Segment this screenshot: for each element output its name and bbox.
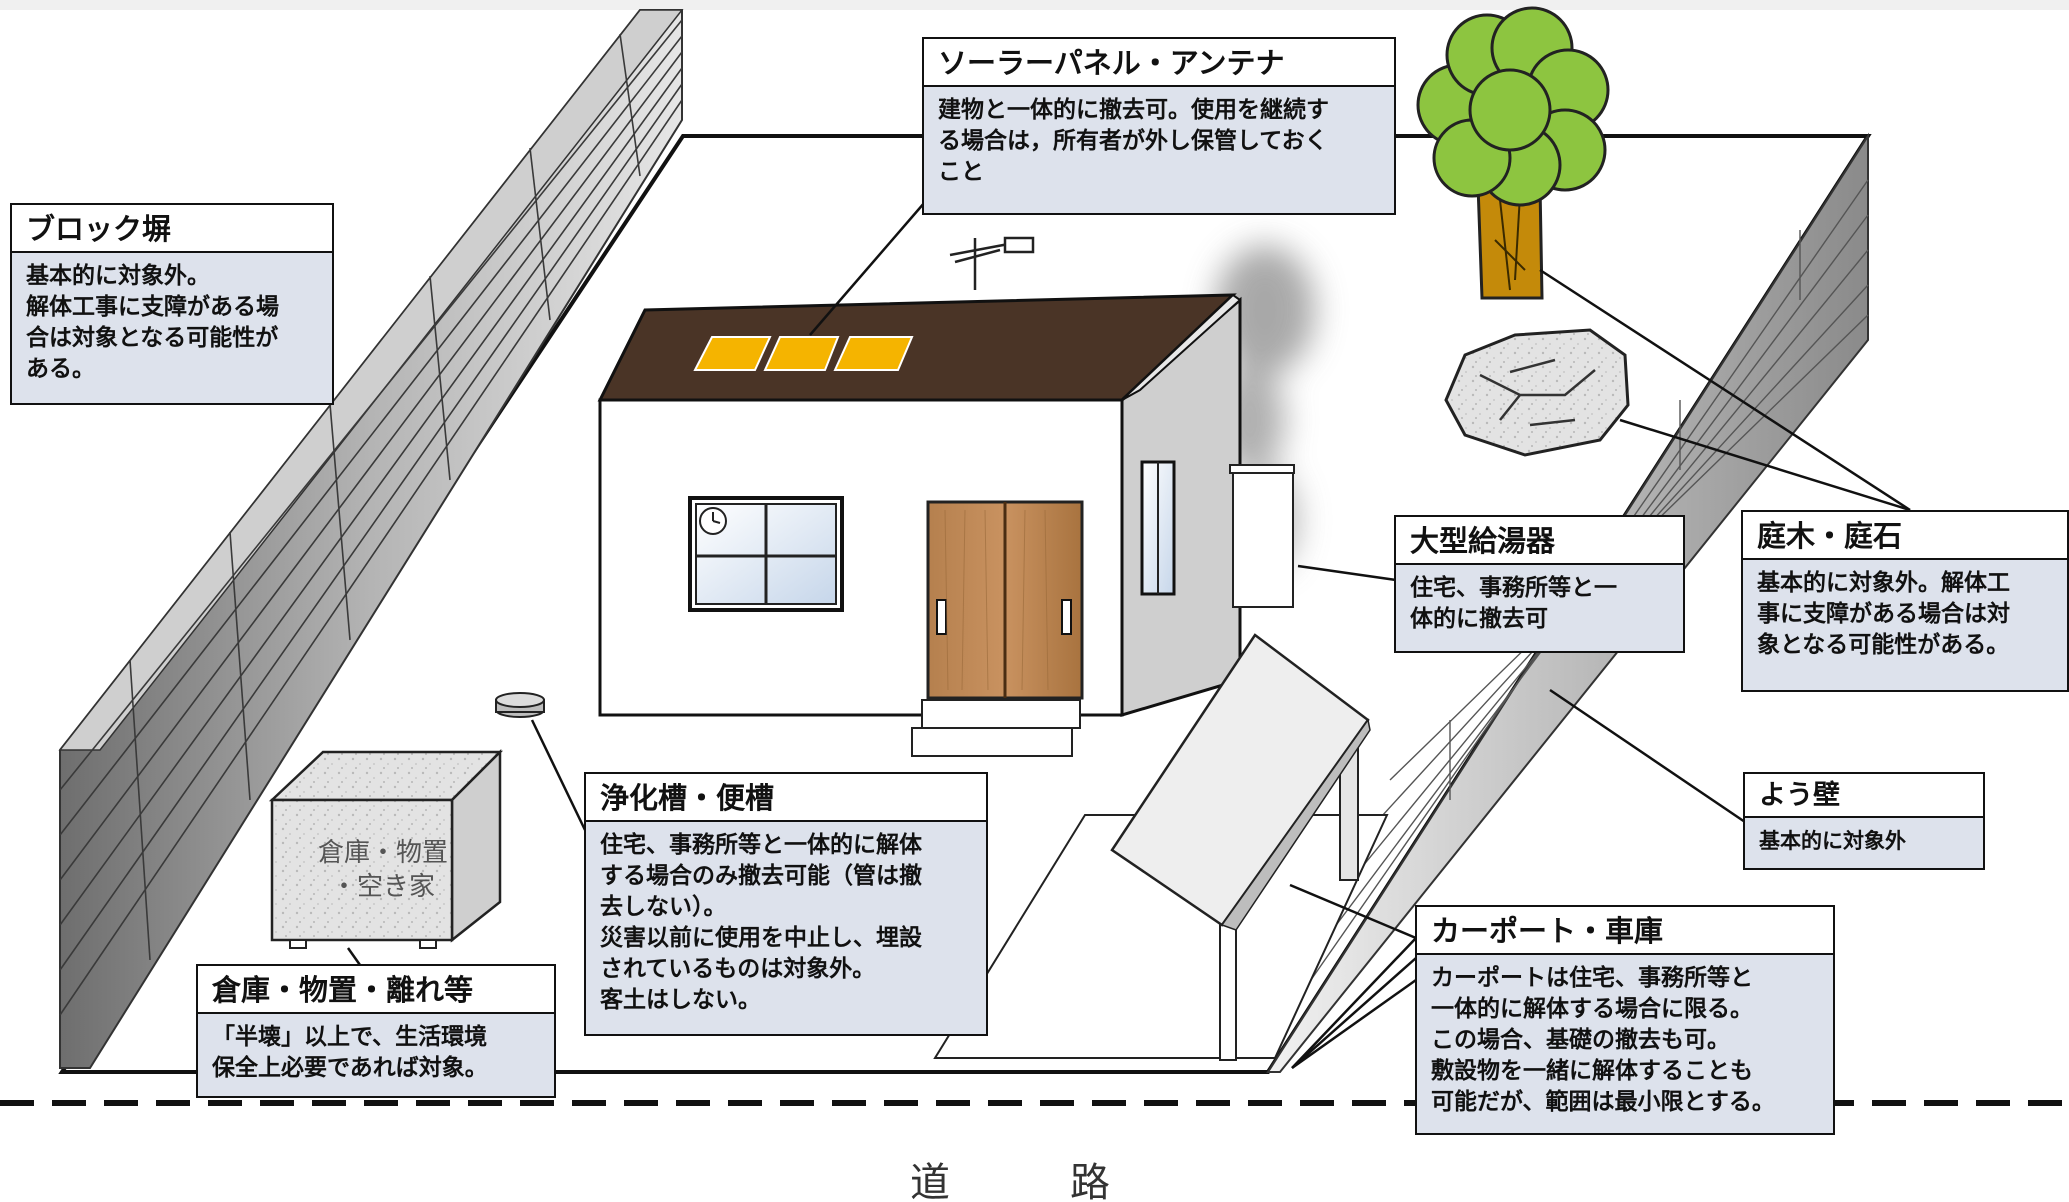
- callout-block-wall-line: 基本的に対象外。: [26, 263, 210, 289]
- callout-septic-line: されているものは対象外。: [600, 956, 876, 982]
- callout-water-heater: 大型給湯器 住宅、事務所等と一 体的に撤去可: [1394, 515, 1685, 653]
- shed-label: 倉庫・物置 ・空き家: [317, 838, 448, 902]
- callout-block-wall-line: ある。: [26, 356, 95, 382]
- callout-shed: 倉庫・物置・離れ等 「半壊」以上で、生活環境 保全上必要であれば対象。: [196, 964, 556, 1098]
- callout-garden-line: 象となる可能性がある。: [1757, 632, 2010, 658]
- callout-solar-line: る場合は，所有者が外し保管しておく: [938, 128, 1328, 154]
- callout-solar-title: ソーラーパネル・アンテナ: [924, 39, 1394, 87]
- callout-carport-line: カーポートは住宅、事務所等と: [1431, 965, 1753, 991]
- callout-carport: カーポート・車庫 カーポートは住宅、事務所等と 一体的に解体する場合に限る。 こ…: [1415, 905, 1835, 1135]
- tree: [1416, 6, 1610, 300]
- callout-shed-line: 「半壊」以上で、生活環境: [212, 1024, 488, 1050]
- callout-block-wall: ブロック塀 基本的に対象外。 解体工事に支障がある場 合は対象となる可能性が あ…: [10, 203, 334, 405]
- callout-retaining-wall-title: よう壁: [1745, 774, 1983, 818]
- callout-septic: 浄化槽・便槽 住宅、事務所等と一体的に解体 する場合のみ撤去可能（管は撤 去しな…: [584, 772, 988, 1036]
- water-heater: [1229, 464, 1295, 608]
- callout-shed-body: 「半壊」以上で、生活環境 保全上必要であれば対象。: [198, 1014, 554, 1096]
- entrance-door: [926, 500, 1084, 700]
- top-strip: [0, 0, 2069, 10]
- callout-carport-body: カーポートは住宅、事務所等と 一体的に解体する場合に限る。 この場合、基礎の撤去…: [1417, 955, 1833, 1133]
- callout-solar-body: 建物と一体的に撤去可。使用を継続す る場合は，所有者が外し保管しておく こと: [924, 87, 1394, 213]
- callout-carport-line: 敷設物を一緒に解体することも: [1431, 1058, 1753, 1084]
- storage-shed: [268, 748, 504, 949]
- callout-garden-body: 基本的に対象外。解体工 事に支障がある場合は対 象となる可能性がある。: [1743, 560, 2067, 690]
- garden-stone: [1444, 328, 1630, 457]
- callout-shed-title: 倉庫・物置・離れ等: [198, 966, 554, 1014]
- callout-garden-title: 庭木・庭石: [1743, 512, 2067, 560]
- callout-septic-line: 客土はしない。: [600, 987, 761, 1013]
- callout-block-wall-body: 基本的に対象外。 解体工事に支障がある場 合は対象となる可能性が ある。: [12, 253, 332, 403]
- callout-carport-line: この場合、基礎の撤去も可。: [1431, 1027, 1730, 1053]
- callout-carport-title: カーポート・車庫: [1417, 907, 1833, 955]
- callout-retaining-wall-line: 基本的に対象外: [1759, 829, 1906, 853]
- callout-septic-line: する場合のみ撤去可能（管は撤: [600, 863, 922, 889]
- callout-septic-title: 浄化槽・便槽: [586, 774, 986, 822]
- callout-retaining-wall-body: 基本的に対象外: [1745, 818, 1983, 868]
- callout-solar-line: こと: [938, 159, 984, 185]
- callout-garden: 庭木・庭石 基本的に対象外。解体工 事に支障がある場合は対 象となる可能性がある…: [1741, 510, 2069, 692]
- callout-block-wall-line: 解体工事に支障がある場: [26, 294, 279, 320]
- callout-block-wall-line: 合は対象となる可能性が: [26, 325, 279, 351]
- callout-water-heater-line: 住宅、事務所等と一: [1410, 575, 1617, 601]
- callout-septic-line: 住宅、事務所等と一体的に解体: [600, 832, 922, 858]
- road-label: 道 路: [910, 1160, 1150, 1202]
- house: [597, 236, 1242, 757]
- callout-septic-line: 災害以前に使用を中止し、埋設: [600, 925, 922, 951]
- callout-retaining-wall: よう壁 基本的に対象外: [1743, 772, 1985, 870]
- septic-lid: [495, 692, 545, 718]
- callout-carport-line: 可能だが、範囲は最小限とする。: [1431, 1089, 1775, 1115]
- solar-panels: [693, 336, 914, 371]
- callout-garden-line: 基本的に対象外。解体工: [1757, 570, 2010, 596]
- callout-shed-line: 保全上必要であれば対象。: [212, 1055, 488, 1081]
- callout-block-wall-title: ブロック塀: [12, 205, 332, 253]
- callout-solar-line: 建物と一体的に撤去可。使用を継続す: [938, 97, 1329, 123]
- callout-water-heater-body: 住宅、事務所等と一 体的に撤去可: [1396, 565, 1683, 651]
- antenna: [949, 236, 1035, 290]
- callout-septic-line: 去しない）。: [600, 894, 727, 920]
- callout-carport-line: 一体的に解体する場合に限る。: [1431, 996, 1753, 1022]
- leader-lines: [346, 201, 1911, 1070]
- callout-septic-body: 住宅、事務所等と一体的に解体 する場合のみ撤去可能（管は撤 去しない）。 災害以…: [586, 822, 986, 1034]
- callout-water-heater-line: 体的に撤去可: [1410, 606, 1548, 632]
- window: [688, 496, 844, 612]
- callout-garden-line: 事に支障がある場合は対: [1757, 601, 2010, 627]
- callout-solar: ソーラーパネル・アンテナ 建物と一体的に撤去可。使用を継続す る場合は，所有者が…: [922, 37, 1396, 215]
- callout-water-heater-title: 大型給湯器: [1396, 517, 1683, 565]
- block-wall: [58, 9, 684, 1069]
